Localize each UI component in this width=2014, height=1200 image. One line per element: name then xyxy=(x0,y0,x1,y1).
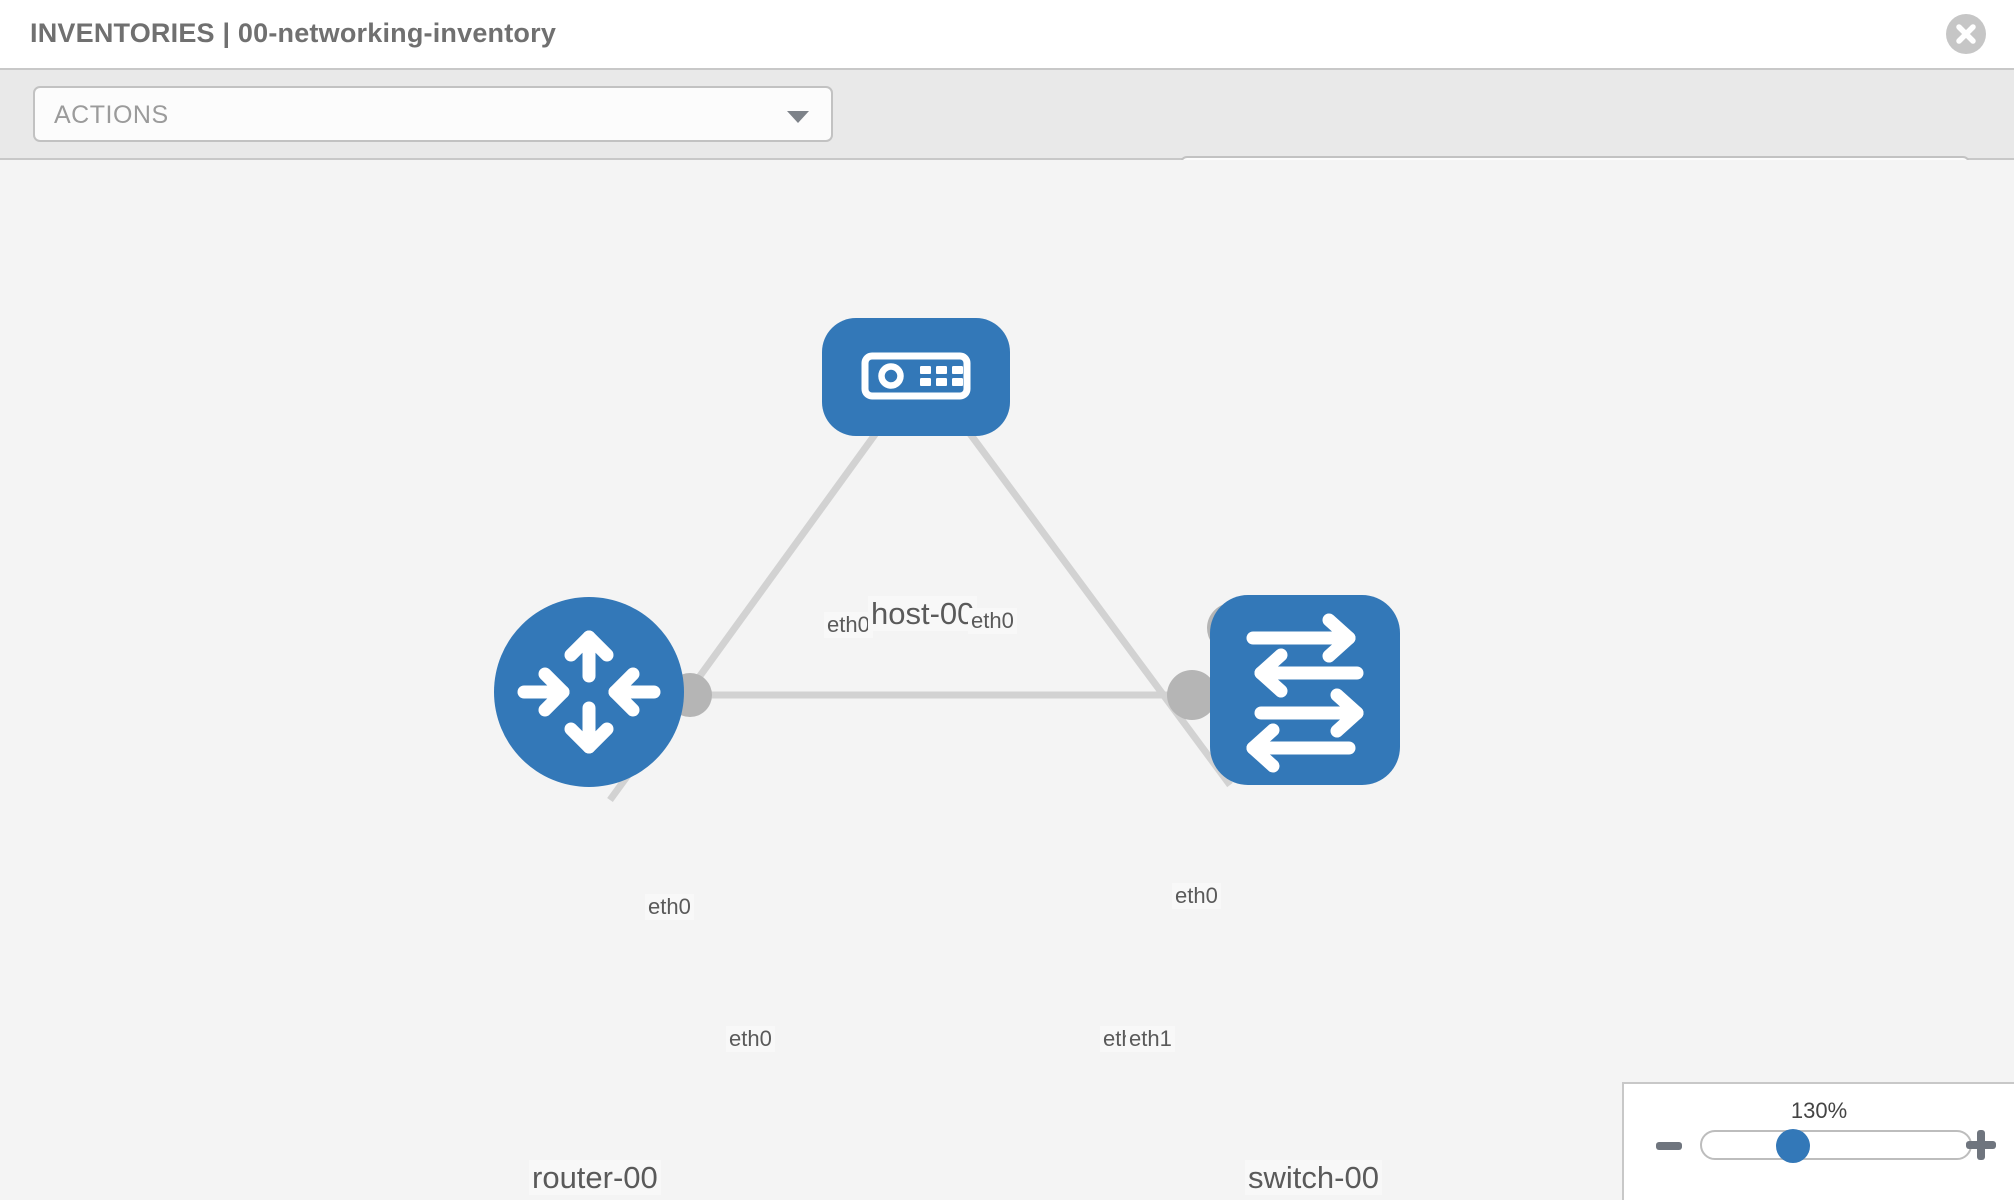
close-icon[interactable] xyxy=(1946,14,1986,54)
connector-switch-west xyxy=(1167,670,1217,720)
router-arrows-icon xyxy=(517,630,661,754)
zoom-slider-thumb[interactable] xyxy=(1776,1129,1810,1163)
node-label-router-00: router-00 xyxy=(529,1160,661,1195)
zoom-level-value: 130% xyxy=(1790,1098,1848,1123)
switch-arrows-icon xyxy=(1246,613,1364,773)
node-label-host-00: host-00 xyxy=(868,596,978,631)
toolbar: ACTIONS xyxy=(0,70,2014,212)
zoom-out-button[interactable] xyxy=(1656,1142,1682,1150)
interface-label: eth0 xyxy=(968,608,1017,634)
edge-host-switch xyxy=(942,397,1233,788)
chevron-down-icon xyxy=(787,111,809,123)
zoom-control-panel: 130% xyxy=(1622,1082,2014,1200)
interface-label: eth0 xyxy=(1172,883,1221,909)
page-title: INVENTORIES | 00-networking-inventory xyxy=(30,18,557,48)
topology-graph xyxy=(494,318,1400,803)
node-router-00 xyxy=(494,597,684,787)
server-icon xyxy=(861,352,971,400)
interface-label: eth1 xyxy=(1126,1026,1175,1052)
node-label-switch-00: switch-00 xyxy=(1245,1160,1382,1195)
topology-canvas[interactable]: eth0 host-00 eth0 eth0 eth0 eth0 eth eth… xyxy=(0,160,2014,1200)
actions-dropdown[interactable]: ACTIONS xyxy=(33,86,833,142)
zoom-in-button[interactable] xyxy=(1966,1130,1996,1160)
node-host-00 xyxy=(822,318,1010,436)
interface-label: eth0 xyxy=(824,612,873,638)
zoom-slider-track[interactable] xyxy=(1700,1130,1972,1160)
title-bar: INVENTORIES | 00-networking-inventory xyxy=(0,0,2014,70)
interface-label: eth0 xyxy=(645,894,694,920)
interface-label: eth0 xyxy=(726,1026,775,1052)
actions-dropdown-label: ACTIONS xyxy=(54,101,169,129)
node-switch-00 xyxy=(1210,595,1400,785)
